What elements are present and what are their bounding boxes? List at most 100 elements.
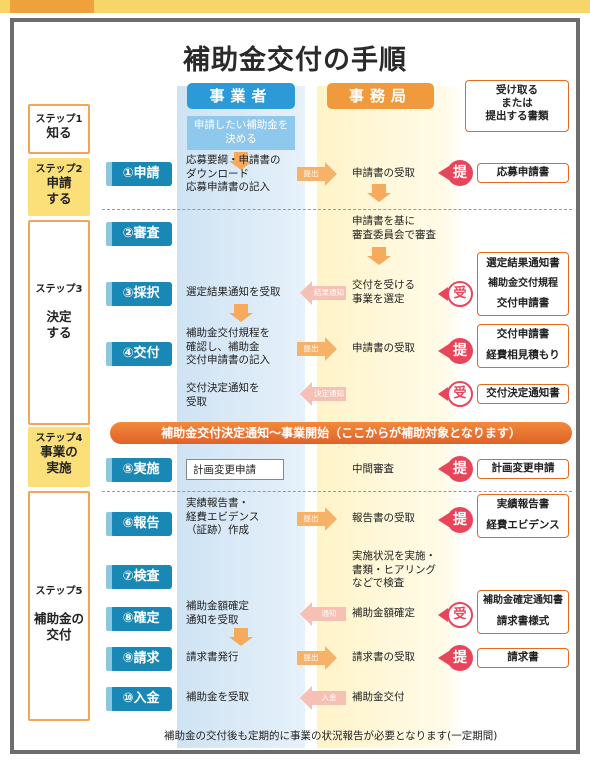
- doc-decision-notice: 交付決定通知書: [477, 384, 569, 404]
- step1-text: 知る: [46, 125, 72, 140]
- step4-num: ステップ4: [35, 433, 83, 444]
- doc-grant-application-2: 交付申請書: [496, 328, 550, 340]
- arrow-result-notice: 結果通知: [300, 281, 346, 305]
- plan-change-box: 計画変更申請: [186, 459, 284, 480]
- doc-invoice: 請求書: [477, 648, 569, 668]
- doc-grant-list: [477, 324, 569, 368]
- office-text-implement: 中間審査: [352, 463, 394, 475]
- doc-selection-notice: 選定結果通知書: [486, 257, 560, 269]
- office-header: 事務局: [327, 83, 434, 109]
- arrow-payment: 入金: [300, 686, 346, 710]
- arrow-submit: 提出: [297, 337, 337, 361]
- applicant-text-grant: 補助金交付規程を 確認し、補助金 交付申請書の記入: [186, 327, 270, 367]
- step1-num: ステップ1: [35, 114, 83, 125]
- top-accent-tab: [10, 0, 94, 13]
- step2-num: ステップ2: [35, 164, 83, 175]
- step3-box: [28, 220, 90, 425]
- office-text-inspect: 実施状況を実施・ 書類・ヒアリング などで検査: [352, 550, 436, 590]
- diagram-title: 補助金交付の手順: [183, 45, 407, 76]
- process-tag-inspect: ⑦検査: [106, 565, 172, 589]
- applicant-header: 事業者: [187, 83, 295, 109]
- doc-grant-rules: 補助金交付規程: [488, 278, 558, 289]
- down-arrow: [367, 184, 391, 202]
- arrow-submit: 提出: [297, 646, 337, 670]
- applicant-text-report: 実績報告書・ 経費エビデンス （証跡）作成: [186, 497, 260, 537]
- applicant-text-adopt: 選定結果通知を受取: [186, 286, 281, 298]
- doc-amount-notice: 補助金確定通知書: [483, 595, 563, 606]
- doc-apply-form: 応募申請書: [477, 163, 569, 183]
- receive-badge: 受: [438, 602, 473, 628]
- step5-text: 補助金の 交付: [33, 611, 84, 643]
- doc-report-list: [477, 494, 569, 538]
- step2-text: 申請 する: [46, 175, 72, 207]
- process-tag-report: ⑥報告: [106, 512, 172, 536]
- doc-grant-application: 交付申請書: [496, 297, 550, 309]
- office-text-apply: 申請書の受取: [352, 167, 415, 179]
- process-tag-review: ②審査: [106, 222, 172, 246]
- doc-estimate: 経費相見積もり: [486, 349, 560, 361]
- office-column-right-fade: [444, 86, 464, 748]
- process-tag-implement: ⑤実施: [106, 458, 172, 482]
- applicant-text-confirm: 補助金額確定 通知を受取: [186, 600, 249, 626]
- down-arrow: [229, 628, 253, 646]
- step1-box: [28, 104, 90, 154]
- down-arrow: [229, 304, 253, 322]
- start-banner: 補助金交付決定通知～事業開始（ここからが補助対象となります）: [110, 422, 572, 444]
- know-box: 申請したい補助金を 決める: [187, 116, 295, 150]
- step5-label: ステップ5 補助金の 交付: [28, 582, 90, 644]
- office-text-grant: 申請書の受取: [352, 342, 415, 354]
- divider: [102, 491, 572, 492]
- process-tag-adopt: ③採択: [106, 282, 172, 306]
- down-arrow: [367, 247, 391, 265]
- documents-header: 受け取る または 提出する書類: [465, 80, 569, 132]
- submit-badge: 提: [438, 160, 473, 186]
- office-text-confirm: 補助金額確定: [352, 607, 415, 619]
- submit-badge: 提: [438, 507, 473, 533]
- step3-text: 決定 する: [46, 309, 72, 341]
- step3-label: ステップ3 決定 する: [28, 280, 90, 342]
- step2-box: [28, 158, 90, 216]
- step5-num: ステップ5: [35, 586, 83, 597]
- doc-evidence: 経費エビデンス: [486, 519, 560, 531]
- submit-badge: 提: [438, 645, 473, 671]
- footer-note: 補助金の交付後も定期的に事業の状況報告が必要となります(一定期間): [164, 730, 498, 742]
- process-tag-grant: ④交付: [106, 342, 172, 366]
- doc-invoice-form: 請求書様式: [496, 615, 550, 627]
- process-tag-apply: ①申請: [106, 162, 172, 186]
- applicant-text-apply: 応募要綱・申請書の ダウンロード 応募申請書の記入: [186, 154, 281, 194]
- step4-text: 事業の 実施: [40, 444, 78, 476]
- office-text-report: 報告書の受取: [352, 512, 415, 524]
- doc-adopt-list: [477, 252, 569, 316]
- submit-badge: 提: [438, 456, 473, 482]
- applicant-text-invoice: 請求書発行: [186, 651, 239, 663]
- arrow-submit: 提出: [297, 507, 337, 531]
- process-tag-payment: ⑩入金: [106, 687, 172, 711]
- receive-badge: 受: [438, 281, 473, 307]
- arrow-notice: 通知: [300, 602, 346, 626]
- arrow-decision-notice: 決定通知: [300, 382, 346, 406]
- top-accent-bar: [0, 0, 590, 13]
- applicant-text-decision: 交付決定通知を 受取: [186, 382, 260, 408]
- submit-badge: 提: [438, 338, 473, 364]
- step3-num: ステップ3: [35, 284, 83, 295]
- doc-plan-change: 計画変更申請: [477, 459, 569, 479]
- office-text-invoice: 請求書の受取: [352, 651, 415, 663]
- office-text-adopt: 交付を受ける 事業を選定: [352, 279, 415, 305]
- applicant-text-payment: 補助金を受取: [186, 691, 249, 703]
- doc-confirm-list: [477, 590, 569, 634]
- receive-badge: 受: [438, 381, 473, 407]
- process-tag-confirm: ⑧確定: [106, 607, 172, 631]
- doc-report: 実績報告書: [496, 498, 550, 510]
- step4-box: [28, 427, 90, 487]
- down-arrow: [229, 152, 253, 170]
- step5-box: [28, 491, 90, 721]
- office-text-review: 申請書を基に 審査委員会で審査: [352, 215, 436, 241]
- process-tag-invoice: ⑨請求: [106, 647, 172, 671]
- divider: [102, 209, 572, 210]
- arrow-submit: 提出: [297, 162, 337, 186]
- office-text-payment: 補助金交付: [352, 691, 405, 703]
